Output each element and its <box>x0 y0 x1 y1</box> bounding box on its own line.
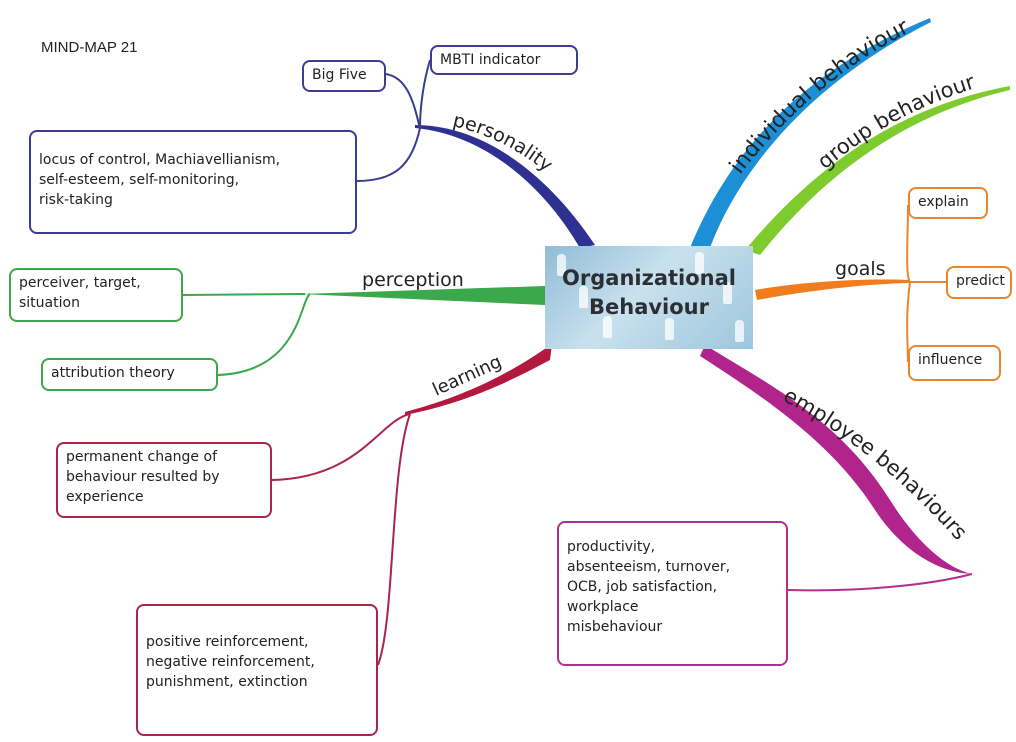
connector-locus <box>356 127 421 182</box>
people-figure <box>723 282 732 304</box>
people-figure <box>695 252 704 274</box>
branch-label-employee: employee behaviours <box>780 383 972 544</box>
node-reinforcement-types: positive reinforcement, negative reinfor… <box>136 604 378 736</box>
central-topic-line-2: Behaviour <box>589 295 709 319</box>
people-figure <box>665 318 674 340</box>
node-permanent-change: permanent change of behaviour resulted b… <box>56 442 272 518</box>
branch-personality <box>415 125 595 248</box>
branch-label-group: group behaviour <box>813 70 978 174</box>
central-topic-line-1: Organizational <box>562 266 736 290</box>
branch-label-goals: goals <box>835 258 886 280</box>
connector-permanent <box>271 413 411 481</box>
connector-reinforcement <box>377 413 411 666</box>
connector-explain <box>906 204 911 283</box>
branch-perception <box>300 286 545 305</box>
node-employee-outcomes: productivity, absenteeism, turnover, OCB… <box>557 521 788 666</box>
connector-mbti <box>419 59 431 129</box>
connector-attribution <box>217 293 311 376</box>
branch-label-perception: perception <box>362 269 464 291</box>
connector-big-five <box>385 73 421 129</box>
node-influence: influence <box>908 345 1001 381</box>
central-topic: Organizational Behaviour <box>545 246 753 349</box>
node-predict: predict <box>946 266 1012 299</box>
branch-employee <box>700 345 972 574</box>
central-topic-text: Organizational Behaviour <box>545 264 753 322</box>
branch-goals <box>755 279 910 300</box>
branch-group <box>745 86 1010 255</box>
people-figure <box>735 320 744 342</box>
node-big-five: Big Five <box>302 60 386 92</box>
branch-individual <box>690 18 931 248</box>
node-personality-traits: locus of control, Machiavellianism, self… <box>29 130 357 234</box>
people-figure <box>603 316 612 338</box>
node-explain: explain <box>908 187 988 219</box>
node-attribution-theory: attribution theory <box>41 358 218 391</box>
people-figure <box>579 286 588 308</box>
branch-label-personality: personality <box>451 109 557 176</box>
people-figure <box>557 254 566 276</box>
map-title: MIND-MAP 21 <box>41 39 138 56</box>
node-perceiver-target-situation: perceiver, target, situation <box>9 268 183 322</box>
connector-influence <box>906 281 911 363</box>
connector-productivity <box>787 573 973 592</box>
node-mbti-indicator: MBTI indicator <box>430 45 578 75</box>
connector-perceiver <box>182 293 306 296</box>
